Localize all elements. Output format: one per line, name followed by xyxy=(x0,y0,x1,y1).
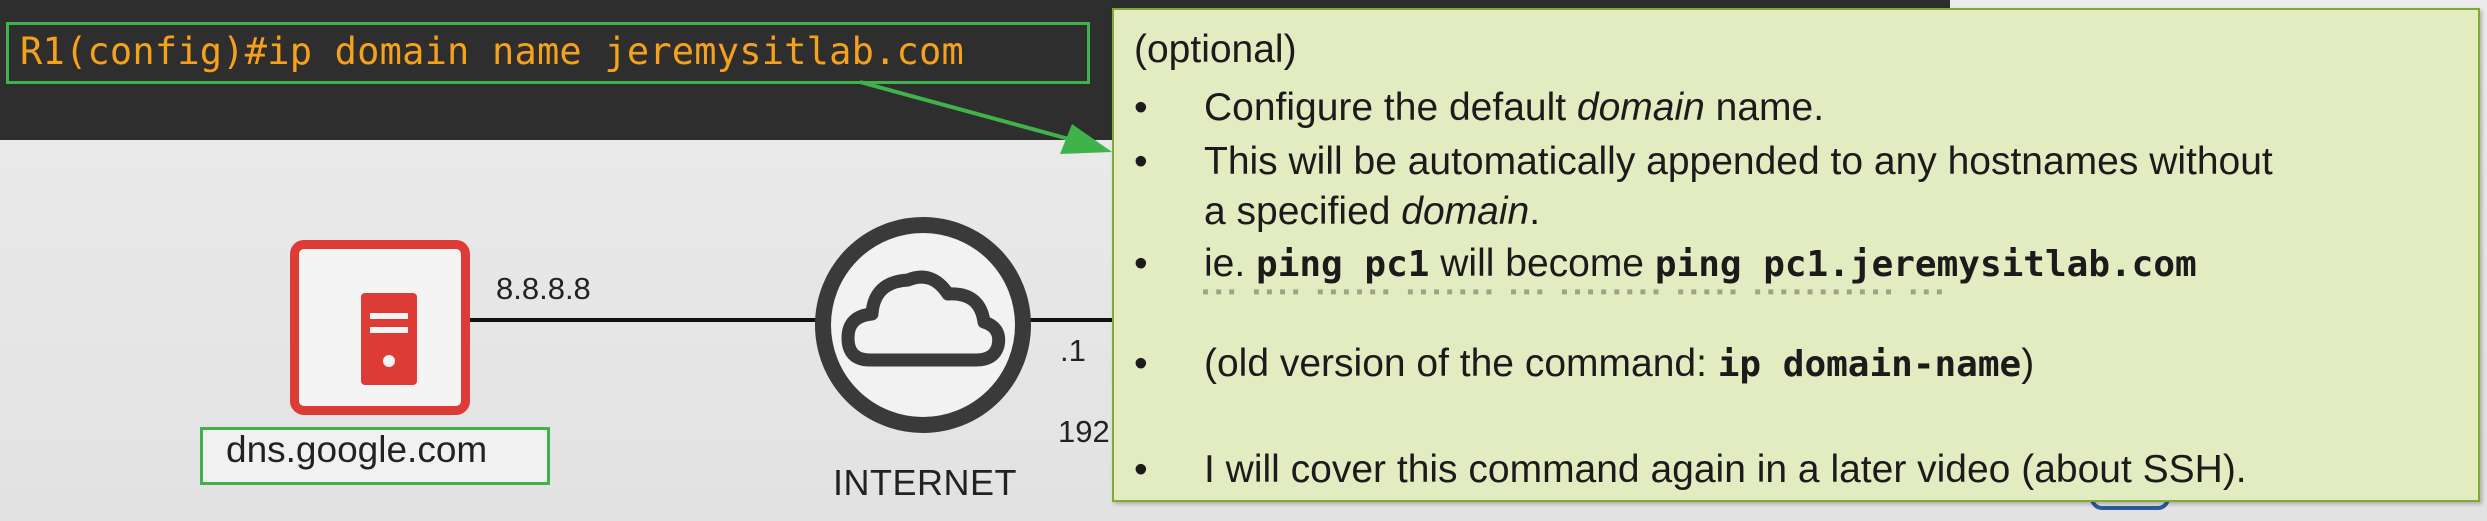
interface-label: .1 xyxy=(1060,333,1086,368)
network-label: 192 xyxy=(1058,414,1110,449)
dns-server xyxy=(290,240,470,415)
callout-note: (optional) • Configure the default domai… xyxy=(1112,8,2480,502)
callout-arrow xyxy=(859,80,1112,154)
note-heading: (optional) xyxy=(1134,28,1297,71)
terminal-command: R1(config)#ip domain name jeremysitlab.c… xyxy=(20,30,964,73)
server-icon xyxy=(361,293,417,385)
dns-name-highlight-box xyxy=(200,427,550,485)
server-ip-label: 8.8.8.8 xyxy=(496,271,591,306)
internet-router-link xyxy=(1030,318,1130,322)
faded-text-strip: ▪▪▪ ▪▪▪▪ ▪▪▪▪▪▪ ▪▪▪▪▪▪▪ ▪▪▪ ▪▪▪▪▪▪▪▪ ▪▪▪… xyxy=(1202,281,1949,295)
internet-label: INTERNET xyxy=(833,462,1017,503)
cloud-icon xyxy=(815,217,1031,433)
command-highlight-box xyxy=(6,22,1090,84)
server-internet-link xyxy=(470,318,830,322)
dns-name-label: dns.google.com xyxy=(226,429,488,470)
